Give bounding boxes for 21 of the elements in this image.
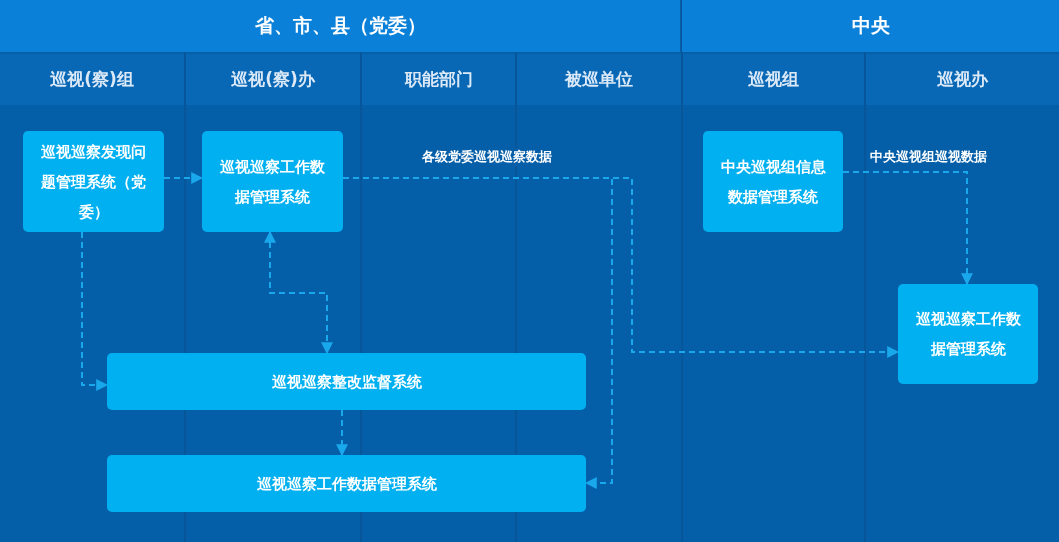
- lane-header: 巡视办: [866, 54, 1059, 105]
- system-box: 巡视巡察工作数据管理系统: [107, 455, 586, 512]
- lane-header: 巡视(察)办: [186, 54, 360, 105]
- system-box: 巡视巡察整改监督系统: [107, 353, 586, 410]
- lane-header: 被巡单位: [517, 54, 681, 105]
- lane-header: 职能部门: [362, 54, 515, 105]
- system-box: 巡视巡察工作数据管理系统: [898, 284, 1038, 384]
- system-box: 巡视巡察发现问题管理系统（党委）: [23, 131, 164, 232]
- arrow: [264, 230, 333, 355]
- arrow: [163, 172, 204, 184]
- arrow: [81, 231, 109, 391]
- section-header: 省、市、县（党委）: [0, 0, 680, 52]
- system-box: 巡视巡察工作数据管理系统: [202, 131, 343, 232]
- arrow: [842, 171, 973, 286]
- lane-header: 巡视(察)组: [0, 54, 184, 105]
- arrow: [336, 409, 348, 457]
- lane-header: 巡视组: [683, 54, 864, 105]
- edge-label: 各级党委巡视巡察数据: [420, 148, 554, 166]
- edge-label: 中央巡视组巡视数据: [868, 148, 989, 166]
- section-header: 中央: [682, 0, 1059, 52]
- system-box: 中央巡视组信息数据管理系统: [703, 131, 843, 232]
